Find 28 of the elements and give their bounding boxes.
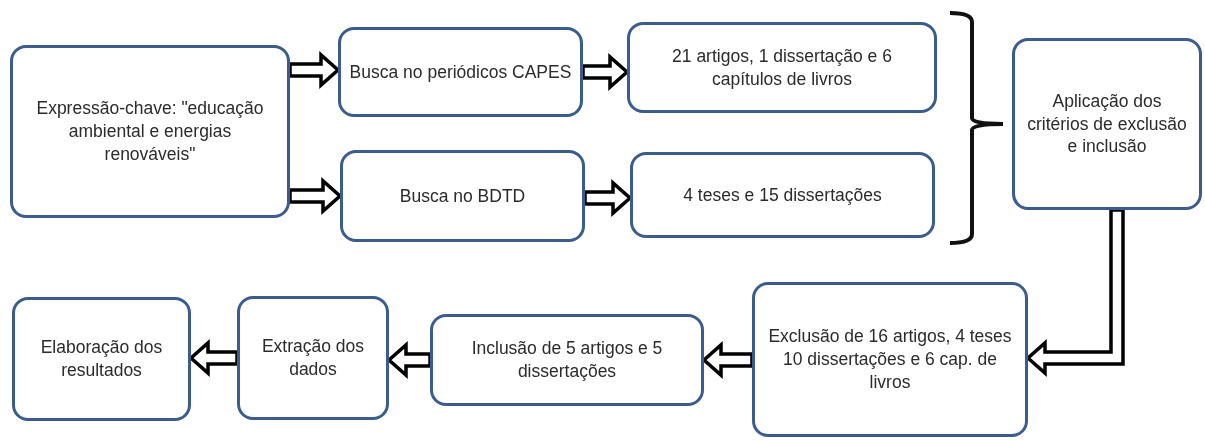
process-box — [12, 297, 191, 421]
box-text: Expressão-chave: "educação ambiental e energias renováveis" — [35, 97, 265, 166]
block-arrow — [288, 177, 343, 215]
process-box — [237, 296, 389, 420]
process-box — [627, 22, 937, 113]
box-text: 4 teses e 15 dissertações — [683, 183, 882, 207]
process-box — [1012, 38, 1202, 210]
block-arrow — [386, 341, 432, 379]
process-box — [10, 45, 290, 218]
box-text: Inclusão de 5 artigos e 5 dissertações — [470, 337, 664, 383]
box-text: Aplicação dos critérios de exclusão e inclusão — [1026, 89, 1188, 159]
block-arrow — [188, 339, 239, 377]
block-arrow — [701, 341, 754, 379]
box-text: 21 artigos, 1 dissertação e 6 capítulos de livros — [671, 44, 893, 91]
process-box — [430, 314, 704, 406]
block-arrow — [288, 51, 341, 89]
box-text: Busca no BDTD — [399, 184, 526, 208]
process-box — [338, 27, 583, 117]
box-text: Elaboração dos resultados — [39, 336, 164, 382]
process-box — [752, 282, 1028, 437]
box-text: Busca no periódicos CAPES — [349, 60, 572, 84]
box-text: Exclusão de 16 artigos, 4 teses 10 dissertações e 6 cap. de livros — [767, 325, 1013, 394]
process-box — [630, 152, 935, 238]
block-arrow — [583, 179, 633, 217]
box-text: Extração dos dados — [260, 335, 366, 381]
process-box — [340, 150, 585, 242]
block-arrow — [1025, 208, 1125, 377]
block-arrow — [581, 53, 630, 91]
